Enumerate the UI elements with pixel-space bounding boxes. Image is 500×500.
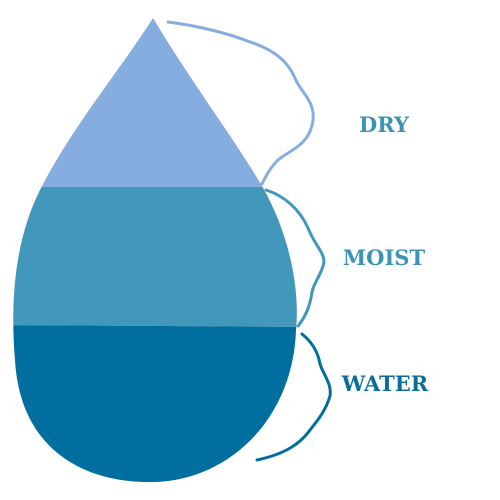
- drop-shape: [13, 18, 297, 483]
- water-brace: [255, 332, 332, 462]
- moist-zone: [13, 187, 297, 327]
- dry-brace: [166, 20, 315, 186]
- water-label: WATER: [341, 371, 429, 396]
- water-zone: [13, 325, 297, 483]
- moist-brace: [264, 188, 326, 328]
- moist-label: MOIST: [343, 245, 426, 270]
- dry-label: DRY: [359, 112, 410, 137]
- dry-zone: [13, 18, 297, 187]
